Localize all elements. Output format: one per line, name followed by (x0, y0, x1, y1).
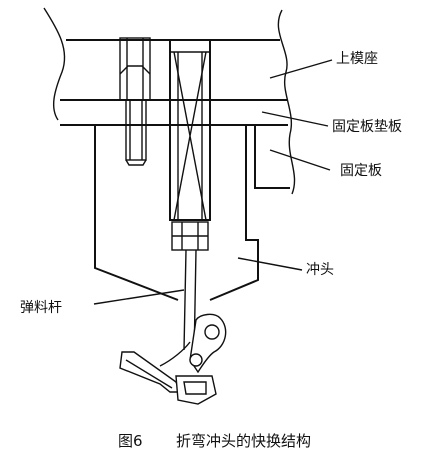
socket-head-screw (119, 37, 151, 166)
figure-caption: 折弯冲头的快换结构 (176, 432, 311, 450)
backing-plate (60, 99, 288, 126)
spring-column (169, 39, 211, 251)
leader-lines (93, 59, 333, 305)
punch-body (94, 125, 290, 301)
label-ejector-rod: 弹料杆 (20, 300, 62, 316)
label-fixing-plate: 固定板 (340, 163, 382, 179)
bending-head (119, 313, 227, 405)
figure-number: 图6 (118, 432, 143, 450)
label-punch: 冲头 (306, 262, 334, 278)
label-backing-plate: 固定板垫板 (332, 119, 402, 135)
label-upper-die-base: 上模座 (336, 51, 378, 67)
